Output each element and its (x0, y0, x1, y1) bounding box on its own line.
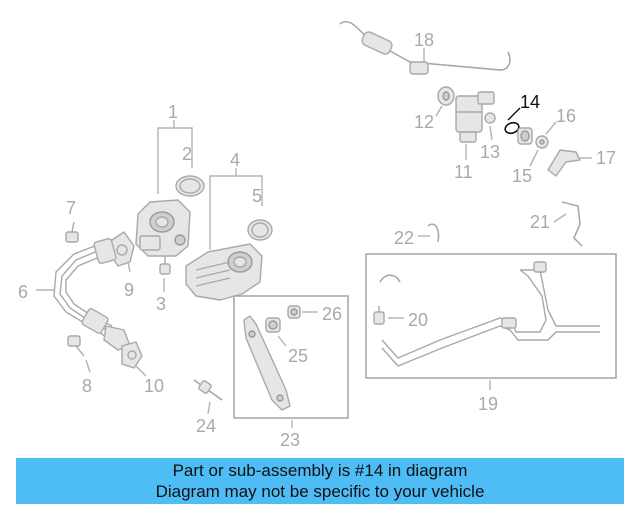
callout-19[interactable]: 19 (478, 394, 498, 414)
callout-4[interactable]: 4 (230, 150, 240, 170)
callout-25[interactable]: 25 (288, 346, 308, 366)
callout-26[interactable]: 26 (322, 304, 342, 324)
part-2-gasket (175, 175, 205, 197)
callout-8[interactable]: 8 (82, 376, 92, 396)
part-23-bracket (243, 315, 291, 411)
part-26-grommet (287, 305, 301, 319)
part-13-plug (484, 112, 496, 124)
part-1-egr-valve (135, 199, 191, 257)
callout-5[interactable]: 5 (252, 186, 262, 206)
part-7-bolt (65, 221, 79, 243)
assembly-box-19 (365, 253, 617, 379)
part-15-bushing (517, 127, 533, 145)
callout-13[interactable]: 13 (480, 142, 500, 162)
callout-14[interactable]: 14 (520, 92, 540, 112)
callout-7[interactable]: 7 (66, 198, 76, 218)
callout-2[interactable]: 2 (182, 144, 192, 164)
callout-22[interactable]: 22 (394, 228, 414, 248)
callout-20[interactable]: 20 (408, 310, 428, 330)
part-17-bracket (547, 149, 581, 177)
callout-10[interactable]: 10 (144, 376, 164, 396)
callout-16[interactable]: 16 (556, 106, 576, 126)
part-8-bolt (67, 335, 85, 357)
banner-line-disclaimer: Diagram may not be specific to your vehi… (155, 482, 485, 501)
part-19-pipe-assembly (379, 261, 600, 367)
callout-18[interactable]: 18 (414, 30, 434, 50)
banner-line-part: Part or sub-assembly is #14 in diagram (172, 461, 468, 480)
part-11-solenoid-valve (455, 91, 495, 143)
assembly-box-23 (233, 295, 349, 419)
part-24-stud (193, 379, 223, 401)
parts-diagram: 18 12 11 13 14 15 16 17 (18, 21, 617, 450)
info-banner: Part or sub-assembly is #14 in diagram D… (16, 458, 624, 504)
callout-12[interactable]: 12 (414, 112, 434, 132)
callout-21[interactable]: 21 (530, 212, 550, 232)
callout-23[interactable]: 23 (280, 430, 300, 450)
part-25-bushing (265, 317, 281, 333)
part-5-gasket (247, 219, 273, 241)
callout-11[interactable]: 11 (454, 162, 473, 182)
part-12-grommet (437, 86, 455, 106)
part-20-clip (373, 306, 385, 325)
callout-6[interactable]: 6 (18, 282, 28, 302)
callout-24[interactable]: 24 (196, 416, 216, 436)
callout-1-bracket-line (157, 127, 193, 194)
part-6-egr-pipe (53, 238, 131, 351)
part-3-bolt (159, 256, 171, 275)
part-10-gasket (121, 341, 143, 369)
callout-3[interactable]: 3 (156, 294, 166, 314)
part-4-egr-cooler (185, 243, 263, 301)
callout-17[interactable]: 17 (596, 148, 616, 168)
part-16-washer (535, 135, 549, 149)
part-18-hose (339, 21, 511, 75)
callout-15[interactable]: 15 (512, 166, 532, 186)
callout-1[interactable]: 1 (168, 102, 178, 122)
callout-9[interactable]: 9 (124, 280, 134, 300)
part-22-hose (427, 223, 440, 243)
part-21-pipe (561, 201, 583, 247)
part-14-o-ring (504, 121, 520, 135)
